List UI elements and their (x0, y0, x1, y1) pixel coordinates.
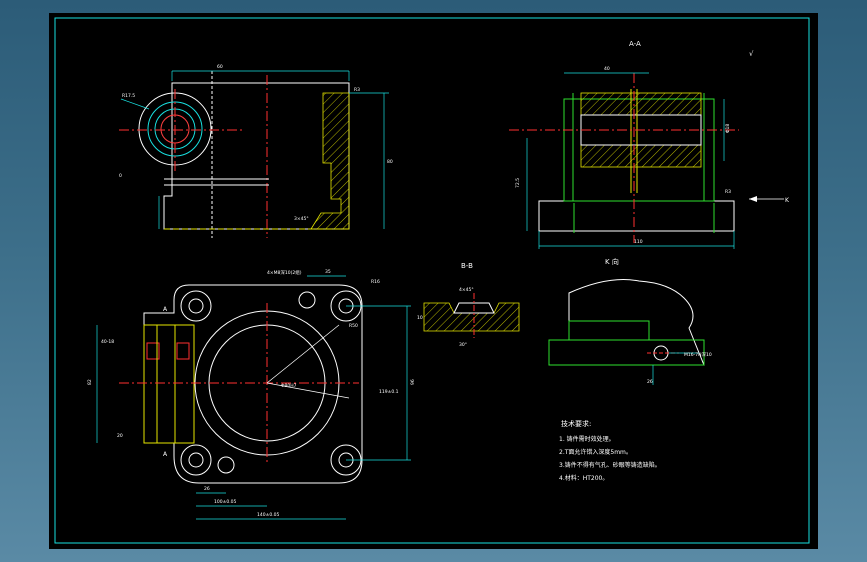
notes-item-2: 2.T面允许错入深度5mm。 (559, 448, 632, 456)
front-dim-left: 0 (119, 173, 122, 179)
drawing-sheet: 60 80 R17.5 0 3×45° R3 A-A √ 40 72 (54, 17, 810, 544)
plan-dim-20: 20 (117, 433, 123, 439)
front-dim-bottom: 3×45° (294, 216, 309, 222)
view-k-note: M16-7H深10 (684, 351, 712, 358)
section-aa-dim-height: 72.5 (515, 178, 521, 188)
view-k-title: K 向 (605, 257, 619, 266)
plan-label-a2: A (163, 451, 168, 458)
plan-view: 4×M8深10(2组) 35 R16 R50 Φ80H7 96 119±0.1 … (87, 269, 416, 520)
plan-note-hole: 4×M8深10(2组) (267, 269, 302, 276)
plan-dim-dia: Φ80H7 (281, 383, 297, 389)
plan-label-a1: A (163, 306, 168, 313)
view-k: K 向 M16-7H深10 26 (548, 257, 712, 385)
front-dim-hole: R17.5 (122, 93, 135, 99)
svg-text:√: √ (749, 50, 754, 58)
notes-item-3: 3.铸件不得有气孔、砂眼等铸造缺陷。 (559, 461, 661, 469)
view-k-dim: 26 (647, 379, 653, 385)
technical-notes: 技术要求: 1. 铸件需时效处理。 2.T面允许错入深度5mm。 3.铸件不得有… (559, 419, 661, 482)
section-bb-title: B-B (461, 262, 473, 270)
front-dim-rough: R3 (354, 87, 360, 93)
plan-dim-40: 40-18 (101, 339, 114, 345)
plan-dim-119: 119±0.1 (379, 389, 399, 395)
sheet-border (54, 17, 810, 544)
notes-item-4: 4.材料：HT200。 (559, 474, 608, 482)
plan-dim-r16: R16 (371, 279, 380, 285)
section-aa-dim-dia: Φ18 (725, 124, 731, 133)
section-aa-view: A-A √ 40 72.5 110 Φ18 R3 K (509, 40, 790, 249)
section-aa-dim-r3: R3 (725, 189, 731, 195)
plan-dim-100: 100±0.05 (214, 499, 237, 505)
section-aa-dim-width: 110 (634, 239, 643, 245)
plan-dim-35: 35 (325, 269, 331, 275)
section-bb-dim-side: 10 (417, 315, 423, 321)
plan-dim-140: 140±0.05 (257, 512, 280, 518)
notes-item-1: 1. 铸件需时效处理。 (559, 435, 615, 443)
plan-dim-r50: R50 (349, 323, 358, 329)
section-bb-dim-bot: 30° (459, 342, 467, 348)
k-arrow-label: K (785, 197, 790, 204)
notes-title: 技术要求: (561, 419, 591, 428)
front-dim-top: 60 (217, 64, 223, 70)
drawing-canvas[interactable]: 60 80 R17.5 0 3×45° R3 A-A √ 40 72 (49, 13, 818, 549)
front-dim-right: 80 (387, 159, 393, 165)
section-aa-title: A-A (629, 40, 641, 48)
section-aa-dim-top: 40 (604, 66, 610, 72)
section-bb-dim-top: 4×45° (459, 287, 474, 293)
plan-dim-26: 26 (204, 486, 210, 492)
plan-dim-82: 82 (87, 379, 93, 385)
plan-dim-96: 96 (410, 379, 416, 385)
front-view: 60 80 R17.5 0 3×45° R3 (119, 64, 393, 238)
section-bb-view: B-B 4×45° 10 30° (417, 262, 520, 348)
